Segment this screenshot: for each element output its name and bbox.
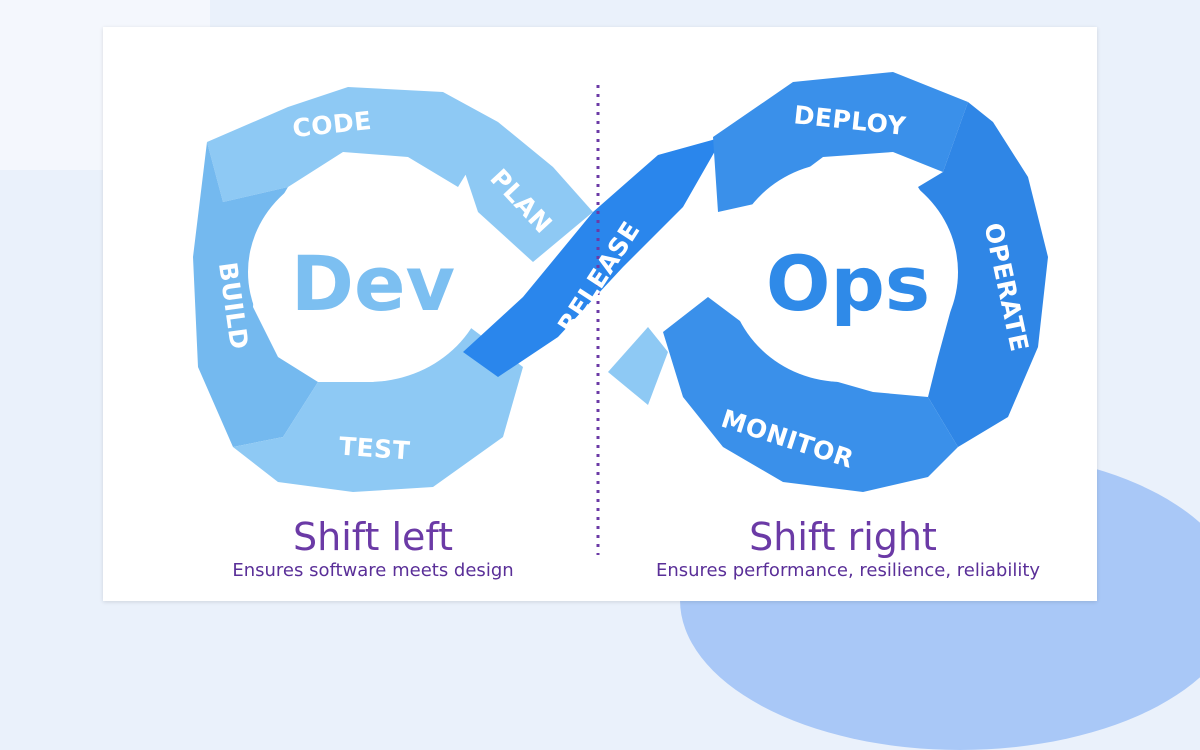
- shift-left-title: Shift left: [293, 515, 453, 559]
- segment-plan: [458, 122, 593, 262]
- diagram-card: Dev Ops CODE PLAN BUILD TEST RELEASE DEP…: [103, 27, 1097, 601]
- dev-label: Dev: [291, 239, 455, 328]
- segment-test: [233, 322, 523, 492]
- segment-build: [193, 142, 318, 447]
- shift-left-subtitle: Ensures software meets design: [232, 560, 514, 581]
- devops-infinity-diagram: Dev Ops CODE PLAN BUILD TEST RELEASE DEP…: [193, 72, 1048, 555]
- segment-release-tail: [608, 327, 668, 405]
- shift-right-title: Shift right: [749, 515, 937, 559]
- segment-operate: [918, 102, 1048, 447]
- stage-label-test: TEST: [338, 432, 411, 466]
- shift-right-subtitle: Ensures performance, resilience, reliabi…: [655, 560, 1041, 581]
- segment-release: [463, 137, 723, 377]
- segment-monitor: [663, 297, 958, 492]
- ops-label: Ops: [766, 239, 930, 328]
- dev-center: [248, 162, 488, 382]
- segment-deploy: [713, 72, 968, 212]
- segment-code: [207, 87, 498, 202]
- ops-center: [728, 162, 958, 382]
